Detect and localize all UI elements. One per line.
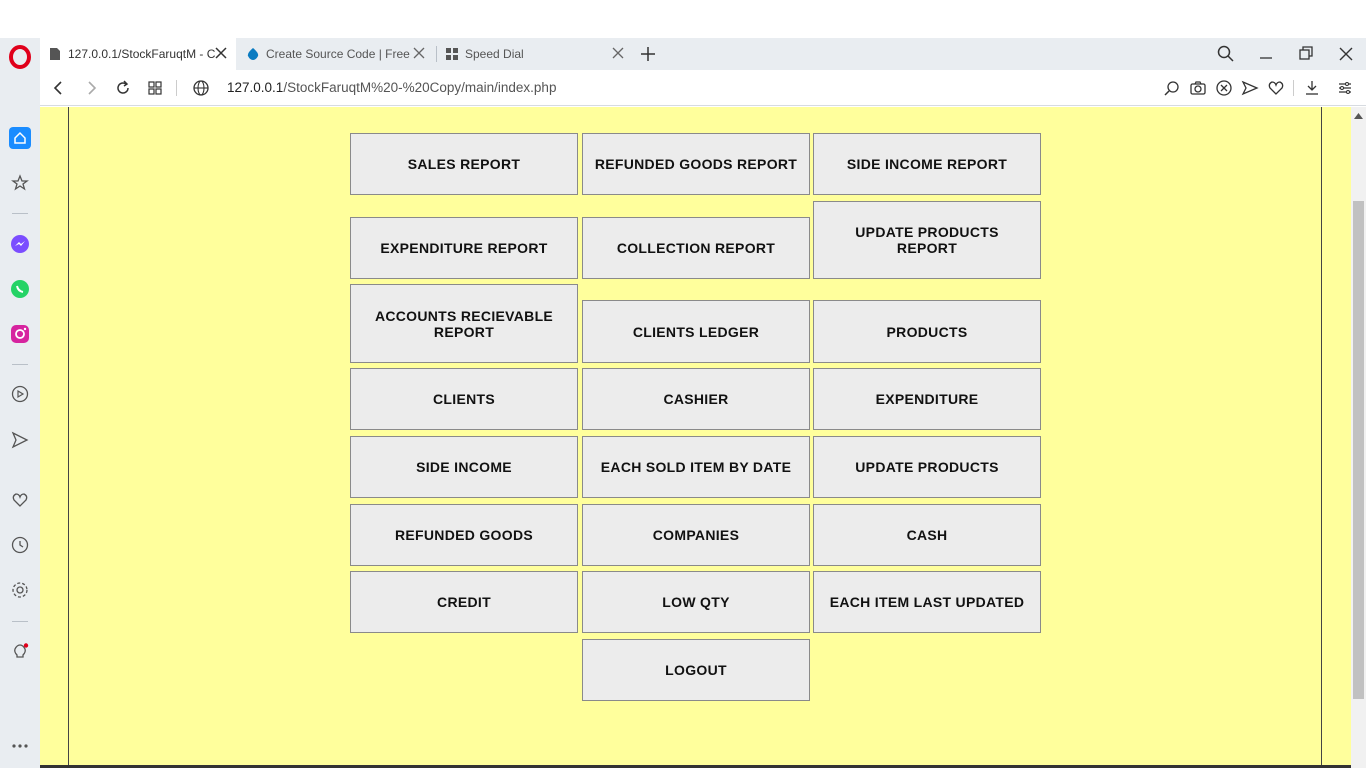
minimize-icon[interactable]	[1256, 44, 1276, 64]
opera-logo-icon[interactable]	[9, 45, 31, 69]
tab-overview-icon[interactable]	[146, 79, 164, 97]
browser-sidebar	[0, 38, 40, 768]
tab-create-source-code[interactable]: Create Source Code | Free	[238, 38, 434, 70]
url-path: /StockFaruqtM%20-%20Copy/main/index.php	[283, 80, 557, 95]
back-arrow-icon[interactable]	[50, 79, 68, 97]
close-tab-icon[interactable]	[611, 46, 625, 60]
lightbulb-icon[interactable]	[9, 641, 31, 663]
tab-speed-dial[interactable]: Speed Dial	[437, 38, 633, 70]
update-products-button[interactable]: UPDATE PRODUCTS	[813, 436, 1041, 498]
more-options-icon[interactable]	[9, 735, 31, 757]
forward-arrow-icon[interactable]	[82, 79, 100, 97]
flow-send-icon[interactable]	[1241, 79, 1259, 97]
desktop-top-strip	[0, 0, 1366, 38]
scroll-up-arrow-icon[interactable]	[1351, 107, 1366, 124]
close-tab-icon[interactable]	[412, 46, 426, 60]
clients-ledger-button[interactable]: CLIENTS LEDGER	[582, 300, 810, 363]
new-tab-plus-icon[interactable]	[638, 44, 658, 64]
products-button[interactable]: PRODUCTS	[813, 300, 1041, 363]
companies-button[interactable]: COMPANIES	[582, 504, 810, 566]
tab-bar: 127.0.0.1/StockFaruqtM - C Create Source…	[40, 38, 1366, 70]
side-income-report-button[interactable]: SIDE INCOME REPORT	[813, 133, 1041, 195]
page-bottom-edge	[40, 765, 1351, 768]
star-icon[interactable]	[9, 172, 31, 194]
restore-window-icon[interactable]	[1296, 44, 1316, 64]
send-icon[interactable]	[9, 429, 31, 451]
accounts-recievable-report-button[interactable]: ACCOUNTS RECIEVABLE REPORT	[350, 284, 578, 363]
player-icon[interactable]	[9, 383, 31, 405]
drupal-icon	[246, 47, 260, 61]
vertical-scrollbar[interactable]	[1351, 107, 1366, 768]
ad-blocker-icon[interactable]	[1215, 79, 1233, 97]
scrollbar-thumb[interactable]	[1353, 201, 1364, 699]
tab-title: Create Source Code | Free	[266, 47, 410, 61]
low-qty-button[interactable]: LOW QTY	[582, 571, 810, 633]
address-bar: 127.0.0.1/StockFaruqtM%20-%20Copy/main/i…	[40, 70, 1366, 106]
each-item-last-updated-button[interactable]: EACH ITEM LAST UPDATED	[813, 571, 1041, 633]
expenditure-button[interactable]: EXPENDITURE	[813, 368, 1041, 430]
logout-button[interactable]: LOGOUT	[582, 639, 810, 701]
history-icon[interactable]	[9, 534, 31, 556]
whatsapp-icon[interactable]	[9, 278, 31, 300]
page-content: SALES REPORT REFUNDED GOODS REPORT SIDE …	[40, 107, 1351, 768]
tab-title: 127.0.0.1/StockFaruqtM - C	[68, 47, 216, 61]
camera-snapshot-icon[interactable]	[1189, 79, 1207, 97]
cash-button[interactable]: CASH	[813, 504, 1041, 566]
credit-button[interactable]: CREDIT	[350, 571, 578, 633]
globe-icon[interactable]	[192, 79, 210, 97]
easy-setup-menu-icon[interactable]	[1336, 79, 1354, 97]
download-icon[interactable]	[1303, 79, 1321, 97]
home-icon[interactable]	[9, 127, 31, 149]
search-tabs-icon[interactable]	[1216, 44, 1236, 64]
page-icon	[48, 47, 62, 61]
scroll-down-arrow-icon[interactable]	[1351, 751, 1366, 768]
right-border	[1321, 107, 1322, 768]
expenditure-report-button[interactable]: EXPENDITURE REPORT	[350, 217, 578, 279]
refunded-goods-button[interactable]: REFUNDED GOODS	[350, 504, 578, 566]
side-income-button[interactable]: SIDE INCOME	[350, 436, 578, 498]
instagram-icon[interactable]	[9, 323, 31, 345]
collection-report-button[interactable]: COLLECTION REPORT	[582, 217, 810, 279]
speed-dial-icon	[445, 47, 459, 61]
close-window-icon[interactable]	[1336, 44, 1356, 64]
cashier-button[interactable]: CASHIER	[582, 368, 810, 430]
clients-button[interactable]: CLIENTS	[350, 368, 578, 430]
reload-icon[interactable]	[114, 79, 132, 97]
url-field[interactable]: 127.0.0.1/StockFaruqtM%20-%20Copy/main/i…	[227, 80, 556, 95]
zoom-search-icon[interactable]	[1163, 79, 1181, 97]
update-products-report-button[interactable]: UPDATE PRODUCTS REPORT	[813, 201, 1041, 279]
tab-stockfaruqtm[interactable]: 127.0.0.1/StockFaruqtM - C	[40, 38, 236, 70]
heart-icon[interactable]	[9, 489, 31, 511]
sales-report-button[interactable]: SALES REPORT	[350, 133, 578, 195]
refunded-goods-report-button[interactable]: REFUNDED GOODS REPORT	[582, 133, 810, 195]
close-tab-icon[interactable]	[214, 46, 228, 60]
each-sold-item-by-date-button[interactable]: EACH SOLD ITEM BY DATE	[582, 436, 810, 498]
tab-title: Speed Dial	[465, 47, 524, 61]
messenger-icon[interactable]	[9, 233, 31, 255]
bookmark-heart-icon[interactable]	[1267, 79, 1285, 97]
settings-gear-icon[interactable]	[9, 579, 31, 601]
url-host: 127.0.0.1	[227, 80, 284, 95]
left-border	[68, 107, 69, 768]
